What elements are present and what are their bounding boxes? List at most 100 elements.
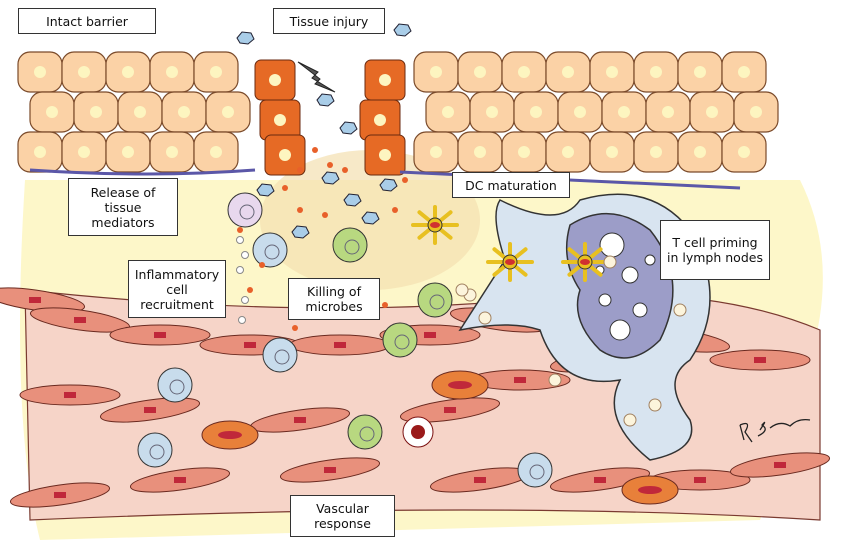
lymph-node-follicles <box>595 232 656 341</box>
microbe <box>236 31 255 45</box>
follicle <box>609 319 631 341</box>
cell-nucleus <box>279 149 291 161</box>
macrophage <box>417 282 453 318</box>
cell-nucleus <box>606 66 618 78</box>
monocyte <box>517 452 553 488</box>
cell-nucleus <box>34 146 46 158</box>
cell-nucleus <box>379 74 391 86</box>
cell-nucleus <box>274 114 286 126</box>
follicle <box>621 266 639 284</box>
immune-cells <box>137 192 687 488</box>
mediator-dot <box>392 207 398 213</box>
cell-nucleus <box>334 342 346 348</box>
cell-nucleus <box>429 294 445 310</box>
cell-nucleus <box>122 66 134 78</box>
cell-nucleus <box>166 66 178 78</box>
epithelial-barrier <box>17 51 779 176</box>
mediator-dot <box>292 325 298 331</box>
cell-nucleus <box>269 74 281 86</box>
mediator-dot <box>382 302 388 308</box>
label-inflammatory-recruitment: Inflammatory cell recruitment <box>128 260 226 318</box>
microbe <box>361 211 380 225</box>
cell-nucleus <box>34 66 46 78</box>
cell-nucleus <box>218 431 242 439</box>
t-cell <box>478 311 492 325</box>
cell-nucleus <box>474 477 486 483</box>
mediator-dot <box>297 207 303 213</box>
cell-nucleus <box>529 464 545 480</box>
cell-nucleus <box>154 332 166 338</box>
mediator-dot <box>282 185 288 191</box>
granule <box>238 316 246 324</box>
label-vascular-response: Vascular response <box>290 495 395 537</box>
label-release-mediators: Release of tissue mediators <box>68 178 178 236</box>
cell-nucleus <box>706 106 718 118</box>
mast-cell <box>227 192 263 228</box>
cell-nucleus <box>442 106 454 118</box>
cell-nucleus <box>618 106 630 118</box>
mediator-dot <box>247 287 253 293</box>
microbe <box>393 23 412 37</box>
microbe <box>339 121 358 135</box>
follicle <box>599 232 625 258</box>
microbe <box>343 193 362 207</box>
cell-nucleus <box>444 407 456 413</box>
monocyte <box>137 432 173 468</box>
microbe <box>379 178 398 192</box>
basement-membrane <box>29 168 741 190</box>
cell-nucleus <box>754 357 766 363</box>
dendritic-cell <box>486 242 534 282</box>
t-cell <box>673 303 687 317</box>
cell-nucleus <box>430 66 442 78</box>
cell-nucleus <box>294 417 306 423</box>
dendritic-cell <box>561 242 609 282</box>
cell-nucleus <box>606 146 618 158</box>
cell-nucleus <box>738 146 750 158</box>
cell-nucleus <box>169 379 185 395</box>
microbes <box>236 23 412 239</box>
granule <box>241 251 249 259</box>
microbe <box>316 93 335 107</box>
cell-nucleus <box>90 106 102 118</box>
cell-nucleus <box>530 106 542 118</box>
cell-nucleus <box>430 146 442 158</box>
granule <box>236 236 244 244</box>
cell-nucleus <box>244 342 256 348</box>
tissue-mediators <box>236 147 408 331</box>
cell-nucleus <box>638 486 662 494</box>
cell-nucleus <box>144 407 156 413</box>
macrophage <box>332 227 368 263</box>
microbe <box>321 171 340 185</box>
monocyte <box>262 337 298 373</box>
follicle <box>598 293 612 307</box>
cell-nucleus <box>374 114 386 126</box>
label-intact-barrier: Intact barrier <box>18 8 156 34</box>
t-cell <box>548 373 562 387</box>
cell-nucleus <box>46 106 58 118</box>
cell-nucleus <box>694 146 706 158</box>
mediator-dot <box>237 227 243 233</box>
cell-nucleus <box>424 332 436 338</box>
cell-nucleus <box>149 444 165 460</box>
mediator-dot <box>259 262 265 268</box>
follicle <box>644 254 656 266</box>
cell-nucleus <box>134 106 146 118</box>
dendritic-cell <box>411 205 459 245</box>
cell-nucleus <box>650 146 662 158</box>
cell-nucleus <box>662 106 674 118</box>
mediator-dot <box>297 167 303 173</box>
mediator-dot <box>342 167 348 173</box>
cell-nucleus <box>562 66 574 78</box>
cell-nucleus <box>122 146 134 158</box>
cell-nucleus <box>222 106 234 118</box>
cell-nucleus <box>274 349 290 365</box>
cell-nucleus <box>518 66 530 78</box>
cell-nucleus <box>78 146 90 158</box>
microbe <box>256 183 275 197</box>
cell-nucleus <box>178 106 190 118</box>
cell-nucleus <box>166 146 178 158</box>
neutrophil <box>382 322 418 358</box>
mediator-dot <box>402 177 408 183</box>
cell-nucleus <box>379 149 391 161</box>
cell-nucleus <box>486 106 498 118</box>
